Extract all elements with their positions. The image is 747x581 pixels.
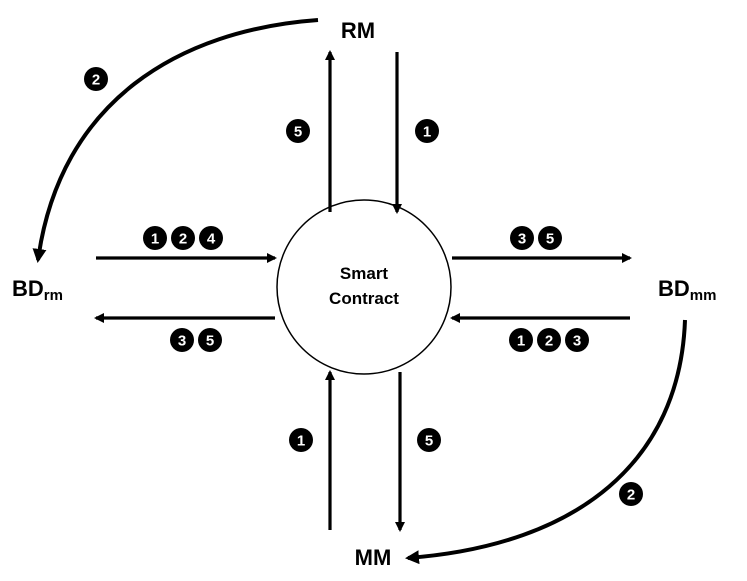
badge-bdmm-out-0: [510, 226, 534, 250]
badge-bdrm-out-0-text: 3: [178, 333, 186, 350]
badge-bdmm-in-2: [565, 328, 589, 352]
badge-bdmm-in-1: [537, 328, 561, 352]
badge-bdmm-in-2-text: 3: [573, 333, 581, 350]
badge-bdmm-in-0-text: 1: [517, 333, 525, 350]
badge-bdrm-out-0: [170, 328, 194, 352]
node-bd-rm: BDrm: [12, 276, 63, 304]
badges-mm-up: 1: [289, 428, 313, 452]
center-line1: Smart: [340, 264, 389, 283]
node-bd-rm-sub: rm: [44, 287, 63, 304]
badge-mm-up-0-text: 1: [297, 433, 305, 450]
node-mm: MM: [355, 545, 392, 570]
node-bd-mm: BDmm: [658, 276, 716, 304]
badge-mm-curve-0: [619, 482, 643, 506]
badge-bdrm-in-1-text: 2: [179, 231, 187, 248]
badges-rm-curve: 2: [84, 67, 108, 91]
badge-rm-curve-0: [84, 67, 108, 91]
badge-bdmm-in-0: [509, 328, 533, 352]
badge-mm-down-0: [417, 428, 441, 452]
center-line2: Contract: [329, 289, 399, 308]
badges-rm-down: 1: [415, 119, 439, 143]
node-rm: RM: [341, 18, 375, 43]
node-bd-rm-base: BD: [12, 276, 44, 301]
curve-bdmm-to-mm: [405, 319, 687, 565]
badge-mm-curve-0-text: 2: [627, 487, 635, 504]
badge-rm-up-0-text: 5: [294, 124, 302, 141]
badge-bdrm-in-0: [143, 226, 167, 250]
badges-mm-curve: 2: [619, 482, 643, 506]
badge-rm-up-0: [286, 119, 310, 143]
node-bd-mm-sub: mm: [690, 287, 717, 304]
badge-rm-down-0: [415, 119, 439, 143]
badge-bdrm-out-1: [198, 328, 222, 352]
badges-bdmm-out: 3 5: [510, 226, 562, 250]
badge-bdmm-out-1-text: 5: [546, 231, 554, 248]
smart-contract-circle: [276, 199, 452, 375]
badge-rm-down-0-text: 1: [423, 124, 431, 141]
badge-rm-curve-0-text: 2: [92, 72, 100, 89]
badge-bdrm-in-0-text: 1: [151, 231, 159, 248]
badge-mm-down-0-text: 5: [425, 433, 433, 450]
node-bd-mm-base: BD: [658, 276, 690, 301]
badge-bdmm-out-1: [538, 226, 562, 250]
badge-bdrm-in-2: [199, 226, 223, 250]
badges-mm-down: 5: [417, 428, 441, 452]
badges-rm-up: 5: [286, 119, 310, 143]
curve-rm-to-bdrm: [32, 18, 319, 263]
badges-bdrm-out: 3 5: [170, 328, 222, 352]
badge-bdmm-out-0-text: 3: [518, 231, 526, 248]
badges-bdrm-in: 1 2 4: [143, 226, 223, 250]
badge-bdrm-in-2-text: 4: [207, 231, 216, 248]
badges-bdmm-in: 1 2 3: [509, 328, 589, 352]
badge-mm-up-0: [289, 428, 313, 452]
badge-bdrm-in-1: [171, 226, 195, 250]
badge-bdrm-out-1-text: 5: [206, 333, 214, 350]
badge-bdmm-in-1-text: 2: [545, 333, 553, 350]
